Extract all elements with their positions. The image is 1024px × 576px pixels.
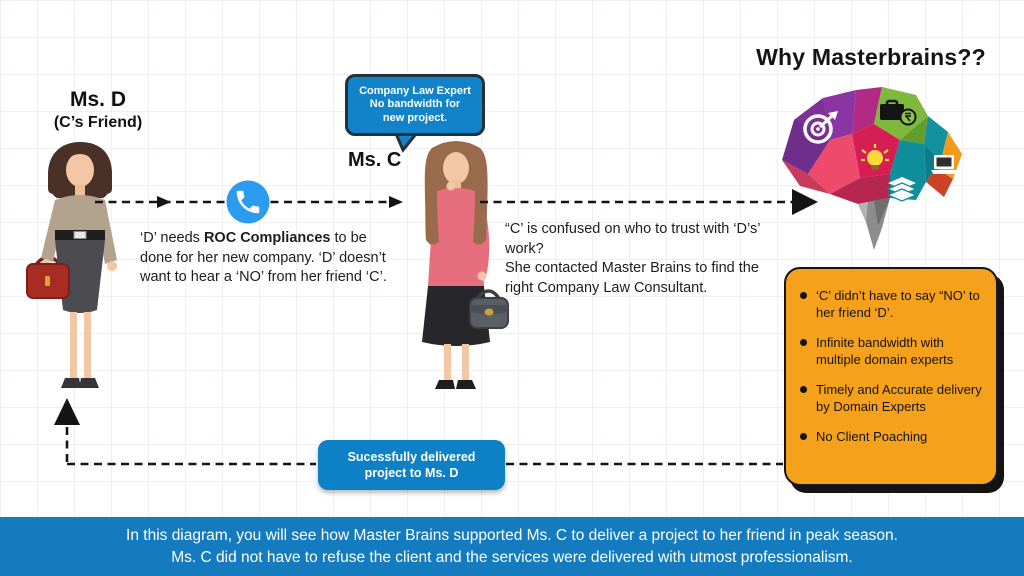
- ms-d-figure: [26, 142, 117, 388]
- arrowhead-up-msd: [54, 398, 80, 425]
- narration-ms-c-line2: She contacted Master Brains to find the …: [505, 260, 759, 296]
- ms-d-shoes: [61, 378, 81, 388]
- narration-ms-d-bold: ROC Compliances: [203, 230, 331, 246]
- bottom-banner: In this diagram, you will see how Master…: [0, 517, 1024, 576]
- page-title: Why Masterbrains??: [756, 44, 986, 70]
- ms-c-label: Ms. C: [348, 149, 402, 171]
- laptop-icon: [931, 155, 957, 174]
- benefit-text: Infinite bandwidth with multiple domain …: [816, 335, 954, 367]
- ms-d-face: [66, 153, 94, 187]
- benefit-item: ‘C’ didn’t have to say “NO’ to her frien…: [800, 287, 984, 321]
- narration-ms-d: ‘D’ needs ROC Compliances to be done for…: [140, 229, 396, 288]
- benefit-text: Timely and Accurate delivery by Domain E…: [816, 382, 982, 414]
- benefit-text: ‘C’ didn’t have to say “NO’ to her frien…: [816, 288, 980, 320]
- ms-d-subtitle: (C’s Friend): [53, 114, 143, 131]
- ms-d-handbag-body: [26, 263, 70, 299]
- ms-d-blouse: [49, 195, 111, 238]
- bullet-dot: [800, 433, 807, 440]
- ms-c-handbag: [469, 289, 509, 329]
- target-dart-icon: [803, 111, 838, 144]
- masterbrains-brain-illustration: [782, 87, 962, 250]
- arrowhead-small-1: [157, 196, 171, 208]
- narration-ms-c-line1: “C’ is confused on who to trust with ‘D’…: [505, 221, 760, 257]
- bullet-dot: [800, 339, 807, 346]
- bullet-dot: [800, 386, 807, 393]
- benefit-item: Timely and Accurate delivery by Domain E…: [800, 381, 984, 415]
- briefcase-rupee-icon: [880, 99, 917, 126]
- narration-ms-d-post: to be done for her new company. ‘D’ does…: [140, 230, 387, 285]
- delivered-box: Sucessfully delivered project to Ms. D: [318, 440, 505, 490]
- benefits-box: ‘C’ didn’t have to say “NO’ to her frien…: [784, 267, 998, 486]
- bullet-dot: [800, 292, 807, 299]
- phone-icon: [226, 180, 270, 224]
- benefit-item: No Client Poaching: [800, 428, 984, 445]
- benefit-text: No Client Poaching: [816, 429, 928, 444]
- banner-line1: In this diagram, you will see how Master…: [126, 527, 898, 544]
- narration-ms-c: “C’ is confused on who to trust with ‘D’…: [505, 220, 763, 298]
- benefit-item: Infinite bandwidth with multiple domain …: [800, 334, 984, 368]
- ms-c-figure: [422, 141, 509, 389]
- banner-line2: Ms. C did not have to refuse the client …: [171, 548, 853, 566]
- lightbulb-icon: [861, 144, 889, 170]
- ms-c-face: [443, 152, 469, 184]
- narration-ms-d-pre: ‘D’ needs: [140, 230, 204, 246]
- stacked-books-icon: [886, 177, 918, 202]
- speech-bubble: Company Law Expert No bandwidth for new …: [345, 74, 485, 136]
- ms-c-shoes: [435, 380, 455, 389]
- ms-d-label: Ms. D (C’s Friend): [28, 88, 168, 132]
- ms-d-name: Ms. D: [69, 88, 126, 111]
